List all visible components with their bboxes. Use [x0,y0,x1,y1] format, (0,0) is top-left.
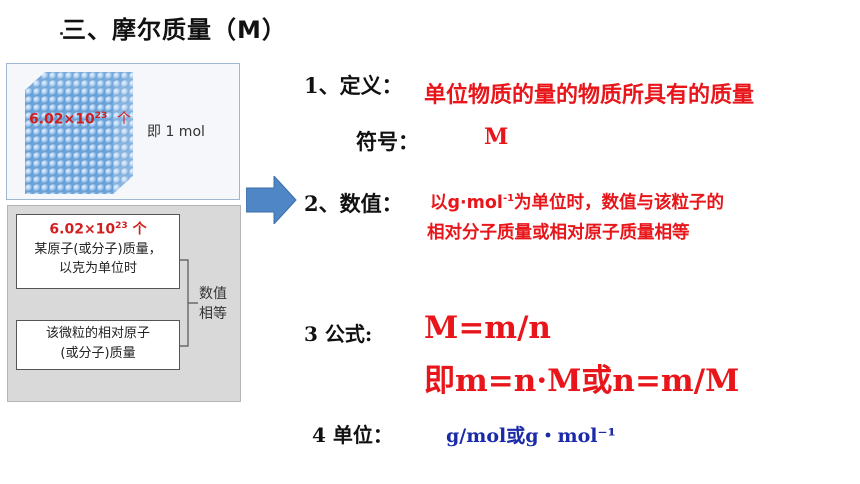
particle-count-unit: 个 [117,111,131,127]
atom-count-label: 6.02×1023 个 [49,221,147,238]
formula-derived: 即m=n·M或n=m/M [424,363,740,399]
mass-comparison-figure: 6.02×1023 个 某原子(或分子)质量， 以克为单位时 数值 相等 该微粒… [7,205,241,402]
symbol-label: 符号： [356,130,419,154]
definition-text: 单位物质的量的物质所具有的质量 [424,83,755,108]
definition-label: 1、定义： [304,73,403,98]
value-text-line1: 以g·mol-1为单位时，数值与该粒子的 [430,193,725,213]
atom-mass-box: 6.02×1023 个 某原子(或分子)质量， 以克为单位时 [16,214,180,289]
right-arrow-icon [246,176,297,224]
formula-label: 3 公式: [304,322,373,346]
page-title: 三、摩尔质量（M） [62,16,287,44]
gram-unit-line: 以克为单位时 [58,260,137,276]
relative-mass-box: 该微粒的相对原子 (或分子)质量 [16,320,180,370]
particle-count-label: 6.02×1023 [29,111,108,128]
formula-main: M=m/n [424,310,551,346]
value-text-line2: 相对分子质量或相对原子质量相等 [427,223,690,243]
particle-cube-figure: 6.02×1023 个 即 1 mol [6,63,240,200]
unit-label: 4 单位： [312,423,393,447]
symbol-value: M [484,124,509,150]
atom-mass-line: 某原子(或分子)质量， [34,241,162,257]
value-label: 2、数值： [304,191,403,216]
particle-cube-image [25,72,133,194]
bullet-dot [60,32,63,35]
equal-value-label: 数值 相等 [199,286,227,322]
unit-value: g/mol或g・mol⁻¹ [446,425,616,447]
one-mol-label: 即 1 mol [147,124,205,140]
bracket-icon [180,259,198,347]
